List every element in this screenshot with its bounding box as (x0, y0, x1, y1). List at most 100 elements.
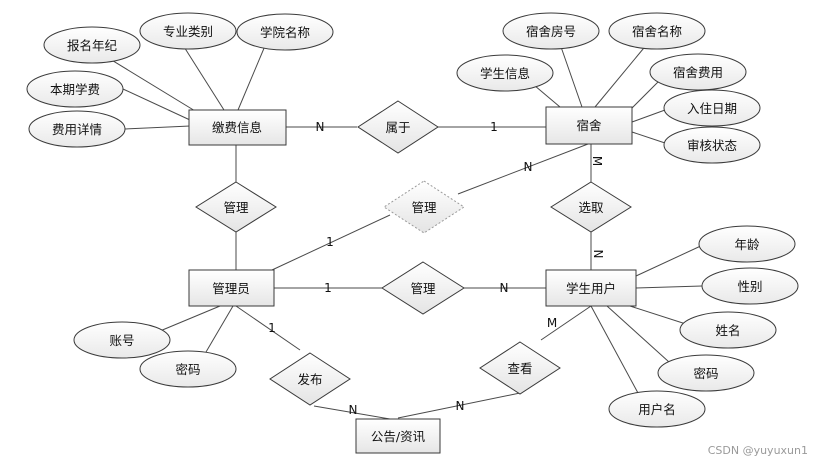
edge-dorm-attr-2 (559, 43, 583, 108)
entity-admin: 管理员 (188, 269, 275, 307)
attribute-label: 密码 (175, 362, 200, 377)
attribute-label: 密码 (693, 366, 718, 381)
relationship-label: 管理 (410, 281, 436, 296)
cardinality-label: 1 (326, 235, 334, 249)
attribute-label: 审核状态 (687, 138, 737, 153)
edge-admin-attr-2 (205, 305, 234, 353)
attribute-ellipse: 费用详情 (28, 110, 126, 148)
edge-publish-notice (313, 405, 391, 420)
edge-student-attr-4 (606, 305, 670, 363)
watermark-text: CSDN @yuyuxun1 (708, 444, 808, 457)
attribute-ellipse: 账号 (73, 321, 171, 359)
edge-student-attr-5 (590, 305, 639, 394)
entity-dorm: 宿舍 (545, 106, 633, 145)
relationship-label: 选取 (578, 200, 604, 215)
attribute-ellipse: 性别 (701, 267, 799, 305)
entity-label: 公告/资讯 (371, 429, 426, 444)
edge-dorm-attr-4 (629, 79, 661, 111)
relationship-label: 管理 (223, 200, 249, 215)
edge-student-attr-2 (635, 285, 703, 289)
edge-student-attr-3 (629, 305, 690, 326)
attribute-ellipse: 学生信息 (456, 54, 554, 92)
attribute-ellipse: 宿舍费用 (649, 53, 747, 91)
entity-payment: 缴费信息 (188, 109, 287, 146)
edge-student-attr-1 (635, 243, 706, 277)
edge-admin-manage2 (271, 214, 391, 271)
student-attributes: 年龄 性别 姓名 密码 用户名 (608, 225, 799, 428)
admin-attributes: 账号 密码 (73, 321, 237, 388)
payment-attributes: 报名年纪 专业类别 学院名称 本期学费 费用详情 (26, 12, 334, 148)
attribute-ellipse: 密码 (139, 350, 237, 388)
entity-notice: 公告/资讯 (355, 418, 441, 454)
edge-dorm-attr-5 (631, 109, 666, 123)
attribute-ellipse: 专业类别 (139, 12, 237, 50)
attribute-ellipse: 宿舍房号 (502, 12, 600, 50)
cardinality-label: 1 (268, 321, 276, 335)
attribute-ellipse: 年龄 (698, 225, 796, 263)
edge-admin-publish (235, 305, 301, 351)
edge-dorm-attr-3 (594, 42, 649, 108)
edge-payment-attr-5 (124, 125, 191, 130)
entity-label: 宿舍 (576, 118, 602, 133)
entity-student: 学生用户 (545, 269, 637, 307)
attribute-label: 账号 (109, 333, 134, 348)
cardinality-label: 1 (490, 120, 498, 134)
cardinality-label: M (590, 156, 604, 166)
cardinality-labels: N 1 1 N M N 1 N 1 N N M (268, 120, 605, 417)
attribute-label: 姓名 (715, 323, 740, 338)
edge-notice-view (397, 392, 521, 419)
entity-label: 缴费信息 (212, 120, 262, 135)
attribute-label: 用户名 (638, 402, 676, 417)
edge-manage2-dorm (457, 143, 589, 195)
edge-payment-attr-4 (122, 88, 191, 121)
cardinality-label: 1 (324, 281, 332, 295)
cardinality-label: N (500, 281, 509, 295)
relationship-select: 选取 (550, 181, 632, 233)
attribute-label: 宿舍房号 (526, 24, 576, 39)
attribute-label: 本期学费 (50, 82, 100, 97)
edges (86, 30, 706, 420)
relationship-label: 属于 (385, 120, 410, 135)
attribute-ellipse: 宿舍名称 (608, 12, 706, 50)
attribute-label: 性别 (737, 279, 762, 294)
edge-view-student (540, 305, 592, 341)
attribute-label: 宿舍名称 (632, 24, 682, 39)
relationship-manage-student: 管理 (381, 261, 465, 315)
attribute-label: 学生信息 (480, 66, 530, 81)
attribute-ellipse: 姓名 (679, 311, 777, 349)
cardinality-label: N (591, 250, 605, 259)
attribute-label: 报名年纪 (67, 38, 118, 53)
relationship-label: 发布 (297, 372, 322, 387)
relationship-manage-dorm: 管理 (383, 180, 465, 234)
entity-label: 学生用户 (566, 281, 616, 296)
cardinality-label: M (547, 316, 557, 330)
cardinality-label: N (524, 160, 533, 174)
attribute-ellipse: 学院名称 (236, 13, 334, 51)
relationship-manage-payment: 管理 (195, 181, 277, 233)
attribute-ellipse: 用户名 (608, 390, 706, 428)
attribute-ellipse: 本期学费 (26, 70, 124, 108)
relationship-belongs: 属于 (357, 100, 439, 154)
relationship-label: 管理 (411, 200, 437, 215)
attribute-label: 年龄 (734, 237, 760, 252)
cardinality-label: N (316, 120, 325, 134)
attribute-label: 学院名称 (260, 25, 310, 40)
dorm-attributes: 学生信息 宿舍房号 宿舍名称 宿舍费用 入住日期 审核状态 (456, 12, 761, 164)
attribute-ellipse: 报名年纪 (43, 26, 141, 64)
attribute-ellipse: 审核状态 (663, 126, 761, 164)
attribute-ellipse: 入住日期 (663, 89, 761, 127)
attribute-label: 宿舍费用 (673, 65, 723, 80)
relationship-label: 查看 (507, 361, 532, 376)
attribute-label: 费用详情 (52, 122, 102, 137)
entity-label: 管理员 (212, 281, 250, 296)
attribute-label: 专业类别 (163, 24, 213, 39)
edge-admin-attr-1 (159, 305, 221, 332)
edge-dorm-attr-6 (631, 131, 666, 144)
cardinality-label: N (456, 399, 465, 413)
attribute-ellipse: 密码 (657, 354, 755, 392)
cardinality-label: N (349, 403, 358, 417)
attribute-label: 入住日期 (687, 101, 737, 116)
relationship-view: 查看 (479, 341, 561, 395)
relationship-publish: 发布 (269, 352, 351, 406)
